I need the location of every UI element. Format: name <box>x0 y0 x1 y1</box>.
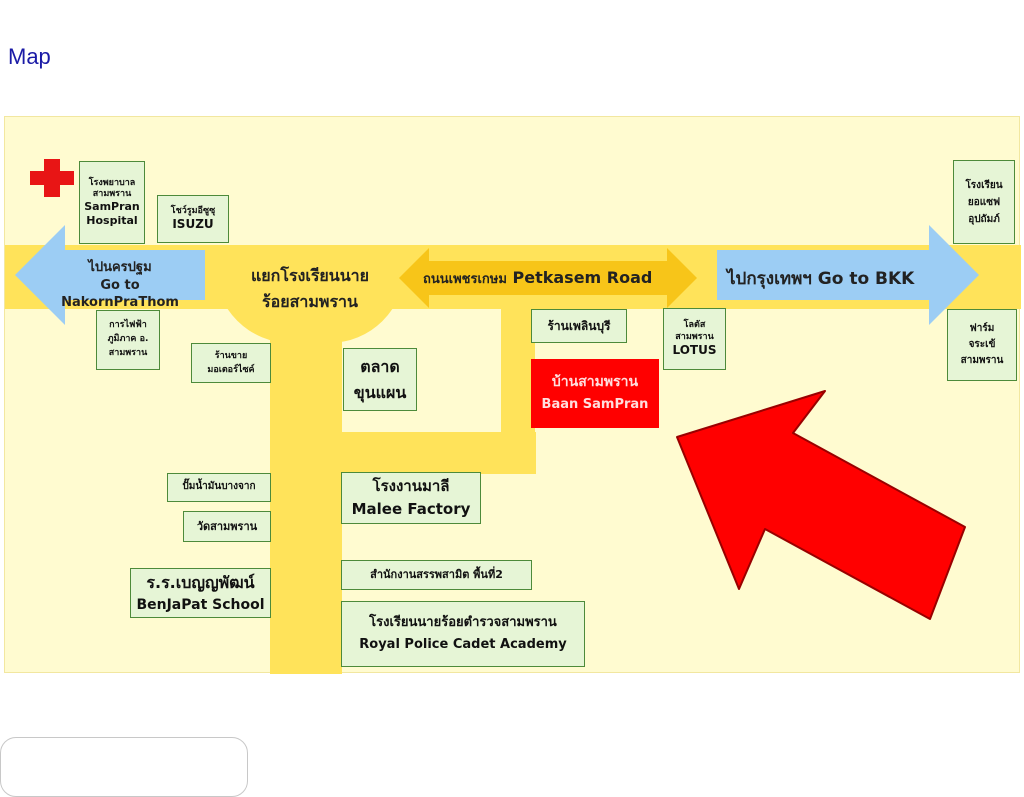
electric-box: การไฟฟ้า ภูมิภาค อ. สามพราน <box>96 310 160 370</box>
benjapat-school-box: ร.ร.เบญญพัฒน์ BenJaPat School <box>130 568 271 618</box>
side-road-vertical <box>270 307 342 674</box>
malee-factory-box: โรงงานมาลี Malee Factory <box>341 472 481 524</box>
right-arrow-label: ไปกรุงเทพฯ Go to BKK <box>727 269 915 289</box>
road-double-arrow-icon <box>399 248 697 308</box>
right-arrow-icon <box>717 225 979 325</box>
market-box: ตลาด ขุนแผน <box>343 348 417 411</box>
hospital-box: โรงพยาบาล สามพราน SamPran Hospital <box>79 161 145 244</box>
location-map: ไปนครปฐม Go to NakornPraThom ไปกรุงเทพฯ … <box>4 116 1021 674</box>
gas-station-box: ปั๊มน้ำมันบางจาก <box>167 473 271 502</box>
left-arrow-icon <box>15 225 205 325</box>
school-top-right-box: โรงเรียน ยอแซฟ อุปถัมภ์ <box>953 160 1015 244</box>
left-arrow-label: ไปนครปฐม Go to NakornPraThom <box>61 260 179 311</box>
road-label: ถนนเพชรเกษม Petkasem Road <box>423 268 653 287</box>
phetburi-shop-box: ร้านเพลินบุรี <box>531 309 627 343</box>
motorcycle-box: ร้านขาย มอเตอร์ไซค์ <box>191 343 271 383</box>
farm-box: ฟาร์ม จระเข้ สามพราน <box>947 309 1017 381</box>
excise-office-box: สำนักงานสรรพสามิต พื้นที่2 <box>341 560 532 590</box>
temple-box: วัดสามพราน <box>183 511 271 542</box>
lotus-box: โลตัส สามพราน LOTUS <box>663 308 726 370</box>
bottom-panel <box>0 737 248 797</box>
police-academy-box: โรงเรียนนายร้อยตำรวจสามพราน Royal Police… <box>341 601 585 667</box>
red-cross-icon <box>30 159 74 197</box>
junction-label: แยกโรงเรียนนาย ร้อยสามพราน <box>250 266 370 311</box>
page-title: Map <box>8 44 51 69</box>
baan-sampran-box: บ้านสามพราน Baan SamPran <box>531 359 659 428</box>
side-road-spur <box>501 307 535 474</box>
pointer-arrow-icon <box>676 390 966 620</box>
isuzu-box: โชว์รูมอีซูซุ ISUZU <box>157 195 229 243</box>
